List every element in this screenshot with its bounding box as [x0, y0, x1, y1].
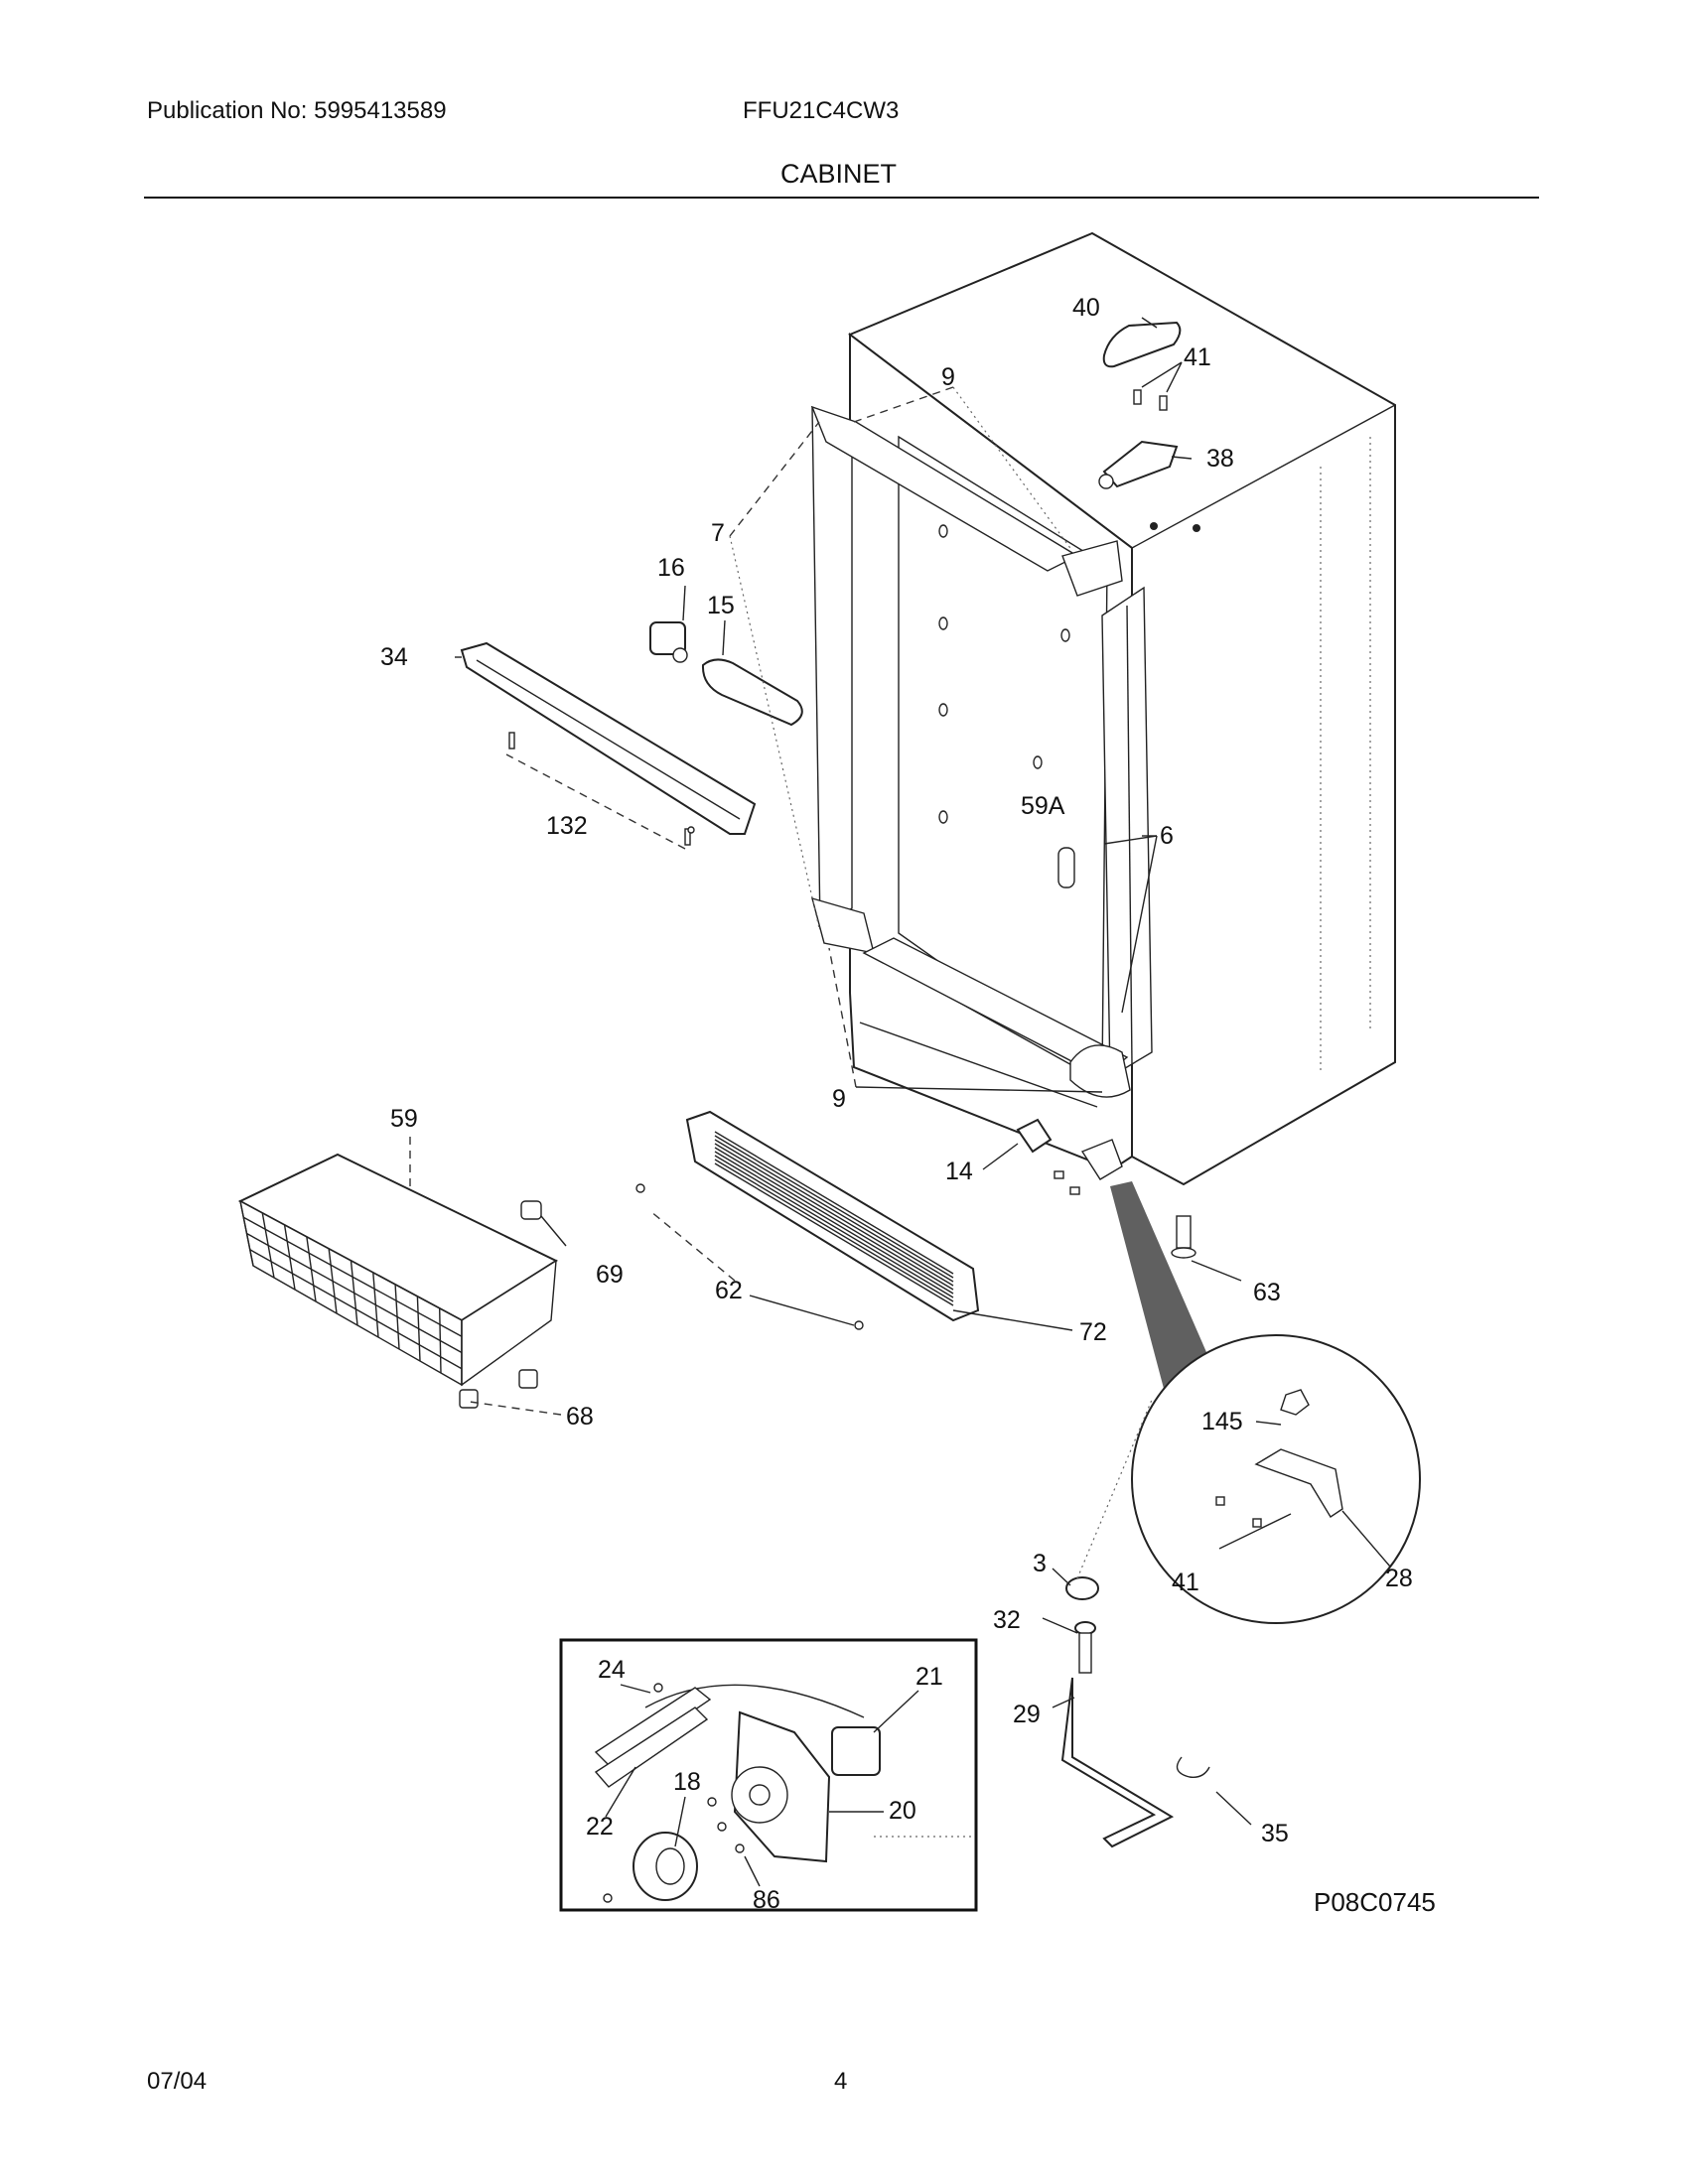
grille-slat — [714, 1131, 954, 1275]
door-switch — [1016, 1118, 1053, 1154]
model-number: FFU21C4CW3 — [743, 97, 900, 124]
callout-86: 86 — [753, 1886, 780, 1914]
switch-bracket — [1057, 847, 1075, 888]
callout-32: 32 — [993, 1606, 1021, 1634]
callout-41-detail: 41 — [1172, 1569, 1199, 1596]
callout-34: 34 — [380, 643, 408, 671]
control-inset-box — [559, 1638, 978, 1912]
callout-40: 40 — [1072, 294, 1100, 322]
small-screws — [635, 826, 864, 1330]
callout-59A: 59A — [1021, 792, 1065, 820]
light-bulb — [701, 658, 803, 727]
tube-clamp — [1176, 1756, 1210, 1778]
grille-slat — [714, 1143, 954, 1287]
callout-38: 38 — [1206, 445, 1234, 473]
callout-59: 59 — [390, 1105, 418, 1133]
callout-6: 6 — [1160, 822, 1174, 850]
publication-number: Publication No: 5995413589 — [147, 97, 447, 124]
callout-63: 63 — [1253, 1279, 1281, 1306]
grille-slat — [714, 1151, 954, 1295]
basket-clip — [459, 1200, 542, 1409]
callout-3: 3 — [1033, 1550, 1047, 1577]
callout-9-bottom: 9 — [832, 1085, 846, 1113]
callout-22: 22 — [586, 1813, 614, 1841]
kickplate-grille — [685, 1110, 980, 1322]
callout-72: 72 — [1079, 1318, 1107, 1346]
hinge-screws-top — [1133, 389, 1168, 411]
light-socket — [649, 621, 688, 663]
grille-slat — [714, 1139, 954, 1283]
callout-21: 21 — [915, 1663, 943, 1691]
door-gasket-frame — [810, 405, 1079, 954]
wire-basket — [237, 1153, 559, 1387]
callout-14: 14 — [945, 1158, 973, 1185]
header-rule — [144, 197, 1539, 199]
grille-slat — [714, 1147, 954, 1291]
section-title: CABINET — [780, 159, 898, 189]
leader-lines — [409, 317, 1391, 1826]
top-trim — [460, 641, 757, 846]
callout-9-top: 9 — [941, 363, 955, 391]
footer-date: 07/04 — [147, 2068, 208, 2095]
interior-holes — [938, 524, 1070, 824]
hole-plug — [1065, 1576, 1099, 1600]
callout-29: 29 — [1013, 1701, 1041, 1728]
callout-145: 145 — [1201, 1408, 1243, 1435]
bottom-hinge-detail — [1131, 1334, 1421, 1624]
callout-18: 18 — [673, 1768, 701, 1796]
callout-132: 132 — [546, 812, 588, 840]
breaker-strip-bottom — [862, 937, 1131, 1098]
leveling-leg — [1171, 1215, 1196, 1259]
basket-wire — [246, 1232, 463, 1354]
bottom-hinge-bracket — [1054, 1139, 1123, 1195]
callout-labels: 40 41 38 9 7 16 15 34 132 59A 6 9 59 69 … — [380, 294, 1413, 1914]
detail-pointer — [1110, 1181, 1216, 1400]
callout-16: 16 — [657, 554, 685, 582]
callout-35: 35 — [1261, 1820, 1289, 1847]
callout-41-top: 41 — [1184, 343, 1211, 371]
callout-69: 69 — [596, 1261, 624, 1289]
basket-wire — [242, 1216, 463, 1337]
callout-24: 24 — [598, 1656, 626, 1684]
figure-code: P08C0745 — [1314, 1887, 1436, 1917]
callout-28: 28 — [1385, 1565, 1413, 1592]
callout-15: 15 — [707, 592, 735, 619]
grille-slat — [714, 1135, 954, 1279]
hinge-pin — [1074, 1621, 1096, 1674]
basket-wire — [249, 1249, 463, 1370]
grille-slat — [714, 1155, 954, 1298]
footer-page-number: 4 — [834, 2068, 848, 2095]
callout-68: 68 — [566, 1403, 594, 1431]
callout-62: 62 — [715, 1277, 743, 1304]
callout-7: 7 — [711, 519, 725, 547]
drain-tube — [1060, 1677, 1175, 1848]
callout-20: 20 — [889, 1797, 916, 1825]
inset-leader-lines — [605, 1684, 973, 1887]
grille-slat — [714, 1162, 954, 1306]
breaker-strip-right — [1061, 540, 1153, 1079]
hinge-cover — [1102, 321, 1182, 368]
grille-slat — [714, 1159, 954, 1302]
